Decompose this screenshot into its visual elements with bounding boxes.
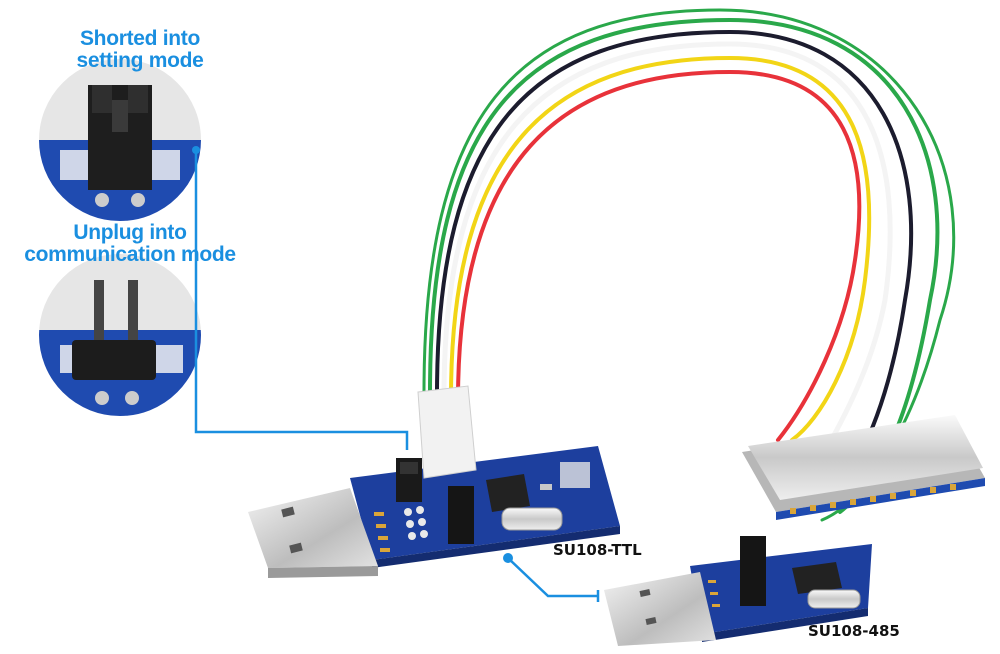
callout-shorted-line2: setting mode xyxy=(76,49,204,72)
callout-unplug-line2: communication mode xyxy=(24,243,236,266)
callout-shorted-setting-mode: Shorted into setting mode xyxy=(40,28,240,72)
rs485-board xyxy=(604,536,872,646)
connector-dot xyxy=(503,553,513,563)
ttl-board-label: SU108-TTL xyxy=(553,541,642,559)
callout-connector-line xyxy=(194,150,600,602)
wireless-module xyxy=(742,415,985,520)
connector-dot xyxy=(192,146,200,154)
callout-unplug-communication-mode: Unplug into communication mode xyxy=(10,222,250,266)
callout-shorted-line1: Shorted into xyxy=(79,27,201,50)
ttl-board xyxy=(248,385,620,578)
rs485-board-label: SU108-485 xyxy=(808,622,900,640)
zoom-circle-unplugged xyxy=(37,252,203,418)
zoom-circle-shorted xyxy=(37,57,203,223)
callout-unplug-line1: Unplug into xyxy=(73,221,187,244)
wire-bundle xyxy=(422,8,956,522)
